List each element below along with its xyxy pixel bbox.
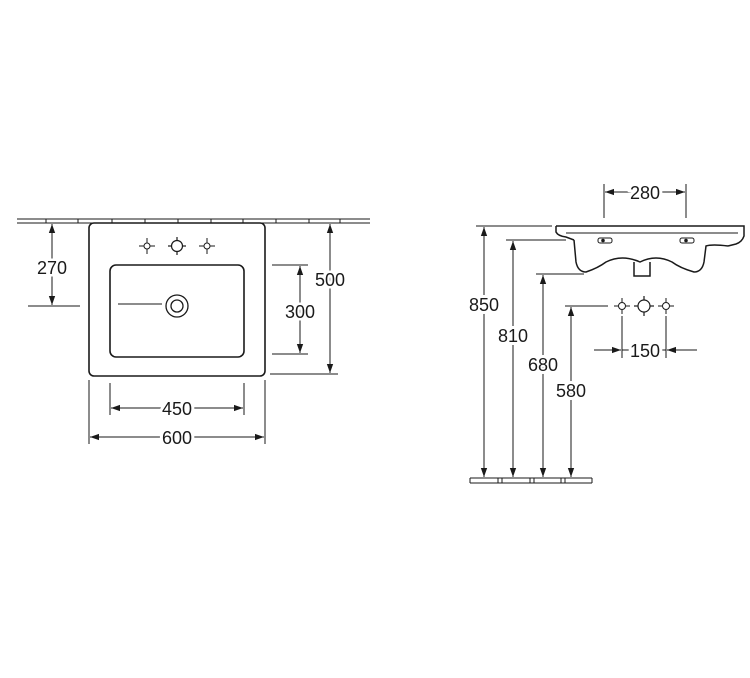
dimension-810: 810 [495, 239, 566, 477]
dim-label-810: 810 [498, 326, 528, 346]
overflow-hole-icon [597, 237, 695, 244]
dimension-850: 850 [466, 225, 552, 477]
dimension-450: 450 [109, 383, 245, 422]
dimension-680: 680 [525, 273, 584, 477]
dim-label-850: 850 [469, 295, 499, 315]
wall-connection-center-icon [634, 296, 654, 316]
tap-hole-right-icon [199, 238, 215, 254]
dim-label-280: 280 [630, 183, 660, 203]
dimension-270: 270 [28, 224, 80, 307]
dim-label-600: 600 [162, 428, 192, 448]
dim-label-500: 500 [315, 270, 345, 290]
floor-line [469, 477, 593, 484]
dimension-600: 600 [88, 380, 266, 451]
dim-label-580: 580 [556, 381, 586, 401]
basin-profile [555, 225, 745, 277]
basin-outline [88, 222, 266, 377]
wall-connection-right-icon [658, 298, 674, 314]
tap-hole-left-icon [139, 238, 155, 254]
dimension-150: 150 [594, 316, 697, 364]
bowl-outline [109, 264, 245, 358]
wall-connection-left-icon [614, 298, 630, 314]
dim-label-680: 680 [528, 355, 558, 375]
dim-label-270: 270 [37, 258, 67, 278]
plan-view: 270 500 300 450 600 [17, 218, 370, 451]
dim-label-300: 300 [285, 302, 315, 322]
dim-label-150: 150 [630, 341, 660, 361]
dimension-300: 300 [272, 264, 318, 355]
dimension-580: 580 [553, 305, 608, 477]
tap-hole-center-icon [168, 237, 186, 255]
dimension-280: 280 [603, 180, 687, 218]
dim-label-450: 450 [162, 399, 192, 419]
dimension-500: 500 [270, 224, 348, 375]
side-view: 280 850 810 [466, 180, 745, 484]
drain-icon [118, 294, 189, 318]
